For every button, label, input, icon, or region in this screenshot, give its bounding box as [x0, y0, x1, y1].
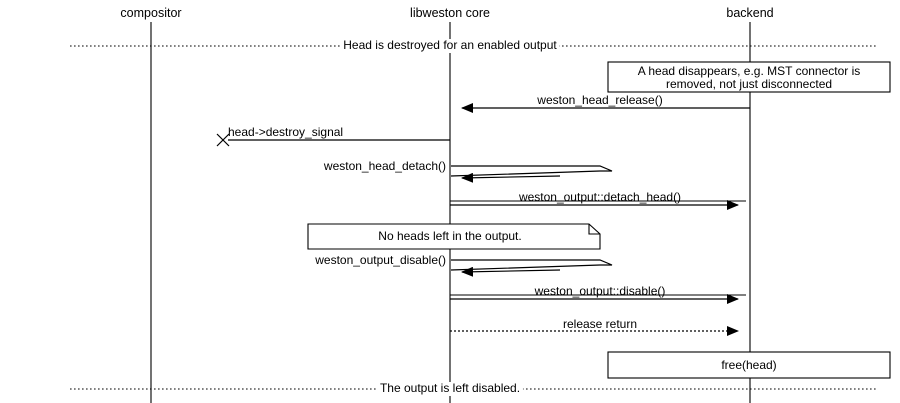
arrow-weston-output-detach-head [450, 200, 746, 210]
message-label-weston-output-detach-head: weston_output::detach_head() [518, 190, 682, 204]
message-label-weston-output-disable: weston_output::disable() [534, 284, 666, 298]
actor-label-backend: backend [726, 6, 774, 20]
message-label-weston-head-release: weston_head_release() [537, 93, 663, 107]
note-text-head-disappears-line2: removed, not just disconnected [665, 77, 833, 91]
arrow-weston-output-disable-selfloop [450, 259, 613, 277]
message-label-release-return: release return [562, 317, 638, 331]
note-text-head-disappears-line1: A head disappears, e.g. MST connector is [637, 64, 861, 78]
note-free-head-box [607, 351, 891, 379]
divider-label-bottom: The output is left disabled. [376, 381, 524, 396]
arrow-weston-head-detach-selfloop [450, 165, 613, 183]
note-text-free-head: free(head) [721, 358, 777, 372]
arrow-head-destroy-signal [216, 133, 450, 147]
arrow-weston-output-disable [450, 294, 746, 304]
divider-label-top: Head is destroyed for an enabled output [340, 38, 560, 53]
note-no-heads-left-box [307, 223, 601, 250]
actor-label-libweston-core: libweston core [410, 6, 490, 20]
message-label-head-destroy-signal: head->destroy_signal [228, 125, 344, 139]
note-head-disappears-box [607, 61, 891, 93]
message-label-weston-head-detach: weston_head_detach() [323, 159, 446, 173]
message-label-weston-output-disable-call: weston_output_disable() [315, 253, 446, 267]
note-text-no-heads-left: No heads left in the output. [378, 229, 522, 243]
actor-label-compositor: compositor [120, 6, 182, 20]
